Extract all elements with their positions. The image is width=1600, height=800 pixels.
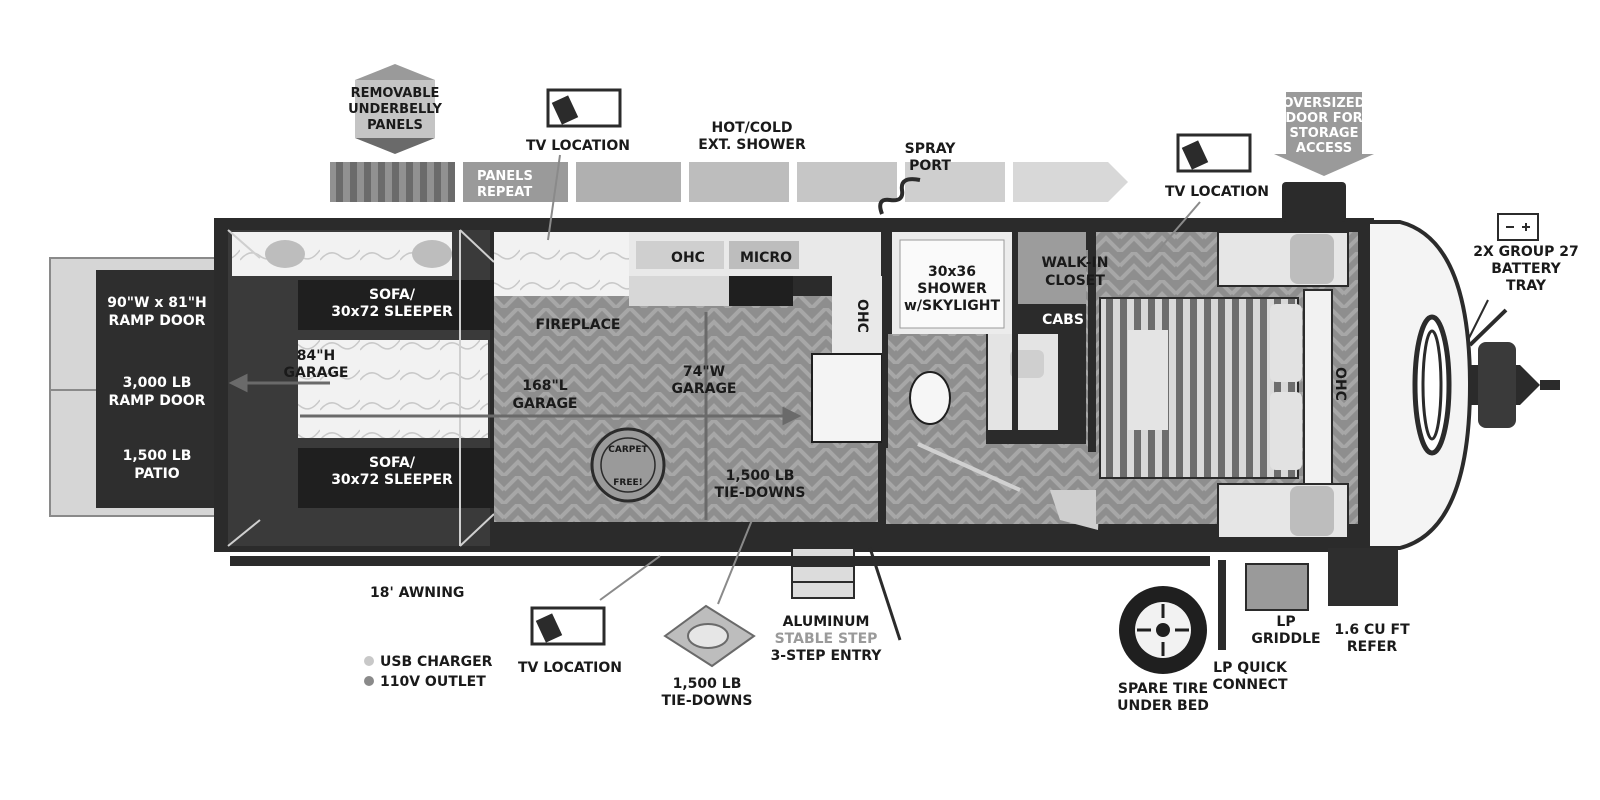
dimension-arrows — [228, 312, 802, 520]
spare-tire-icon — [1119, 586, 1207, 674]
carpet-free-line1: CARPET — [608, 445, 648, 455]
carpet-free-stamp-icon — [590, 427, 666, 503]
tv-icon-bottom — [530, 555, 661, 646]
ramp-size-line1: 90"W x 81"H — [107, 295, 207, 311]
hot-cold-shower-line2: EXT. SHOWER — [698, 137, 806, 153]
tie-down-icon — [663, 519, 756, 668]
tie-downs-line1: 1,500 LB — [673, 676, 742, 692]
lp-quick-line2: CONNECT — [1213, 677, 1288, 693]
tie-downs-line2: TIE-DOWNS — [662, 693, 753, 709]
battery-line2: BATTERY — [1491, 261, 1561, 277]
step-line3: 3-STEP ENTRY — [771, 648, 883, 664]
underbelly-panels-strip — [330, 162, 1128, 202]
oversized-door-line3: STORAGE — [1290, 126, 1359, 141]
oversized-door-arrow-icon — [1274, 92, 1374, 176]
bathroom — [892, 232, 1100, 530]
ramp-weight-line1: 3,000 LB — [123, 375, 192, 391]
fireplace-label: FIREPLACE — [536, 317, 621, 333]
awning-bar — [230, 556, 1210, 566]
ohc-vertical-bed-label: OHC — [1332, 367, 1348, 401]
carpet-free-line2: FREE! — [613, 478, 642, 488]
usb-dot-icon — [364, 656, 374, 666]
step-line1: ALUMINUM — [783, 614, 870, 630]
lp-griddle-line2: GRIDDLE — [1251, 631, 1320, 647]
sofa-top-line1: SOFA/ — [369, 287, 416, 303]
tie-downs-inside-line2: TIE-DOWNS — [715, 485, 806, 501]
garage-height-line2: GARAGE — [284, 365, 349, 381]
spray-port-icon — [878, 177, 921, 215]
oversized-door-line4: ACCESS — [1296, 141, 1352, 156]
spare-tire-line1: SPARE TIRE — [1118, 681, 1208, 697]
spare-tire-line2: UNDER BED — [1117, 698, 1209, 714]
removable-panels-arrow-icon — [355, 64, 435, 154]
hot-cold-shower-line1: HOT/COLD — [712, 120, 793, 136]
step-line2: STABLE STEP — [775, 631, 878, 647]
garage-height-line1: 84"H — [297, 348, 336, 364]
lp-quick-line1: LP QUICK — [1213, 660, 1288, 676]
tv-icon-bed — [1149, 133, 1252, 261]
refer-line1: 1.6 CU FT — [1334, 622, 1410, 638]
ramp-weight-line2: RAMP DOOR — [109, 393, 206, 409]
ohc-vertical-kitchen-label: OHC — [854, 299, 870, 333]
garage-area — [227, 229, 496, 547]
spray-port-line2: PORT — [909, 158, 951, 174]
awning-label: 18' AWNING — [370, 585, 464, 601]
oversized-door-line2: DOOR FOR — [1285, 111, 1362, 126]
cabs-label: CABS — [1042, 312, 1084, 328]
sofa-top-line2: 30x72 SLEEPER — [331, 304, 453, 320]
ohc-kitchen-label: OHC — [671, 250, 705, 266]
battery-line3: TRAY — [1506, 278, 1547, 294]
patio-line2: PATIO — [134, 466, 179, 482]
patio-line1: 1,500 LB — [123, 448, 192, 464]
battery-line1: 2X GROUP 27 — [1473, 244, 1579, 260]
sofa-bottom-line2: 30x72 SLEEPER — [331, 472, 453, 488]
garage-length-line2: GARAGE — [513, 396, 578, 412]
garage-width-line2: GARAGE — [672, 381, 737, 397]
battery-icon — [1467, 213, 1539, 341]
tie-downs-inside-line1: 1,500 LB — [726, 468, 795, 484]
removable-panels-line2: UNDERBELLY — [348, 102, 442, 117]
ramp-size-line2: RAMP DOOR — [109, 313, 206, 329]
lp-griddle-line1: LP — [1276, 614, 1295, 630]
garage-length-line1: 168"L — [522, 378, 568, 394]
walk-in-line1: WALK-IN — [1042, 255, 1109, 271]
removable-panels-line3: PANELS — [367, 118, 423, 133]
lp-griddle-box — [1245, 563, 1309, 611]
tv-icon-top — [546, 88, 622, 241]
legend-outlet-label: 110V OUTLET — [380, 674, 486, 690]
spray-port-line1: SPRAY — [905, 141, 957, 157]
tv-location-bed-label: TV LOCATION — [1165, 184, 1269, 200]
bedroom — [1096, 231, 1358, 539]
shower-line1: 30x36 — [928, 264, 976, 280]
legend-usb-label: USB CHARGER — [380, 654, 493, 670]
panels-repeat-line1: PANELS — [477, 169, 533, 184]
labels: REMOVABLE UNDERBELLY PANELS PANELS REPEA… — [107, 86, 1579, 714]
oversized-door-line1: OVERSIZED — [1283, 96, 1366, 111]
tv-location-top-label: TV LOCATION — [526, 138, 630, 154]
panels-repeat-line2: REPEAT — [477, 185, 532, 200]
walk-in-line2: CLOSET — [1045, 273, 1105, 289]
tv-location-bottom-label: TV LOCATION — [518, 660, 622, 676]
shower-line2: SHOWER — [917, 281, 987, 297]
sofa-bottom-line1: SOFA/ — [369, 455, 416, 471]
outlet-dot-icon — [364, 676, 374, 686]
garage-width-line1: 74"W — [683, 364, 725, 380]
lp-quick-connect-line — [1218, 560, 1226, 650]
refer-line2: REFER — [1347, 639, 1397, 655]
shower-line3: w/SKYLIGHT — [904, 298, 1000, 314]
removable-panels-line1: REMOVABLE — [351, 86, 440, 101]
micro-label: MICRO — [740, 250, 792, 266]
